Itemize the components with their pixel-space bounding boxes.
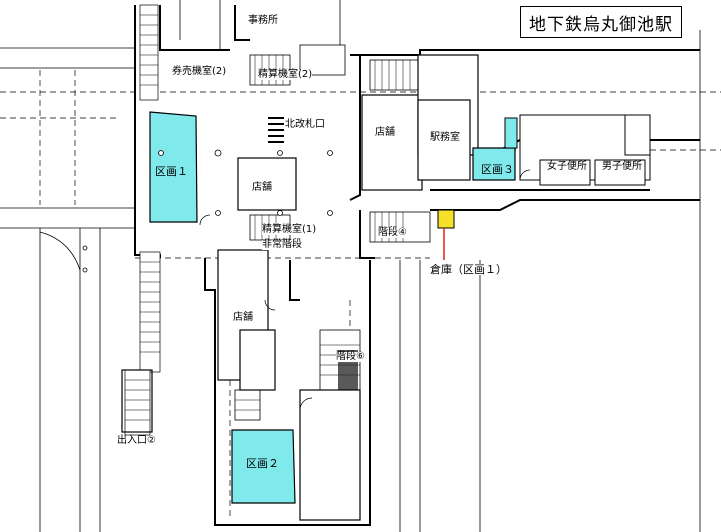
exit-2-stair (121, 369, 153, 433)
shop-label-right: 店舗 (375, 127, 395, 138)
stair-treads (125, 14, 160, 421)
shop-label-center: 店舗 (252, 182, 272, 193)
map-title: 地下鉄烏丸御池駅 (520, 6, 682, 38)
womens-toilet-label: 女子便所 (547, 161, 587, 172)
ticket-gates (268, 117, 284, 143)
exit-2-label: 出入口② (117, 435, 156, 446)
stair-6-label: 階段⑥ (336, 351, 365, 362)
door-arcs (199, 169, 531, 411)
ticket-room-label: 券売機室(2) (172, 66, 227, 77)
fare-adjust-1-label: 精算機室(1) (262, 224, 317, 235)
corridor-lines (0, 0, 701, 532)
zone-1-area (149, 111, 198, 223)
station-office-label: 駅務室 (430, 132, 460, 143)
office-label: 事務所 (248, 15, 278, 26)
fare-adjust-2-label: 精算機室(2) (258, 69, 313, 80)
north-gate-label: 北改札口 (285, 119, 325, 130)
mens-toilet-label: 男子便所 (602, 161, 642, 172)
zone-1-label: 区画１ (155, 165, 188, 178)
shop-label-lower: 店舗 (233, 312, 253, 323)
zone-2-area (231, 429, 296, 504)
columns (82, 149, 333, 273)
zone-3-extension (504, 117, 518, 149)
zone-3-area (472, 147, 516, 181)
shop-blocks (217, 54, 479, 521)
emergency-label: 非常階段 (262, 239, 302, 250)
toilet-area (519, 114, 651, 186)
zone-3-label: 区画３ (481, 163, 514, 176)
warehouse-label: 倉庫（区画１） (430, 263, 507, 276)
stair-4-label: 階段④ (378, 227, 407, 238)
zone-2-label: 区画２ (246, 457, 279, 470)
warehouse-area (437, 209, 455, 229)
